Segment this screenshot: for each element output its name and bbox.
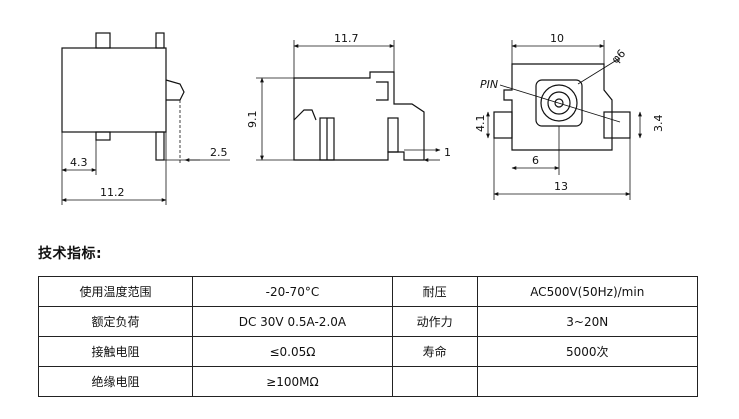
spec-value: ≥100MΩ: [192, 366, 393, 397]
spec-value: 3~20N: [476, 306, 698, 337]
dim-front-width: 11.2: [100, 186, 125, 199]
technical-drawing: 4.3 11.2 2.5 11.7 9.1 1: [61, 32, 665, 205]
section-title: 技术指标:: [38, 246, 103, 262]
dim-top-right-height: 3.4: [652, 115, 665, 133]
dim-side-pin-offset: 2.5: [210, 146, 228, 159]
table-row: 使用温度范围 -20-70°C 耐压 AC500V(50Hz)/min: [37, 276, 698, 307]
top-view: [486, 40, 642, 200]
dim-side-length: 11.7: [334, 32, 359, 45]
spec-label: 额定负荷: [37, 306, 194, 337]
dim-top-width: 10: [550, 32, 564, 45]
dim-side-height: 9.1: [246, 111, 259, 129]
spec-label: 接触电阻: [37, 336, 194, 367]
spec-value: -20-70°C: [192, 276, 393, 307]
spec-label: 耐压: [391, 276, 478, 307]
dim-front-offset: 4.3: [70, 156, 88, 169]
spec-label: [391, 366, 478, 397]
spec-value: AC500V(50Hz)/min: [476, 276, 698, 307]
dim-top-overall: 13: [554, 180, 568, 193]
spec-label: 寿命: [391, 336, 478, 367]
front-view: [61, 32, 230, 205]
side-view: [256, 40, 441, 162]
table-row: 额定负荷 DC 30V 0.5A-2.0A 动作力 3~20N: [37, 306, 698, 337]
dim-top-left-height: 4.1: [474, 115, 487, 133]
dim-top-pin-label: PIN: [480, 78, 498, 91]
dim-side-pin: 1: [444, 146, 451, 159]
spec-value: [476, 366, 698, 397]
specs-table: 使用温度范围 -20-70°C 耐压 AC500V(50Hz)/min 额定负荷…: [37, 276, 698, 397]
dim-top-pin-spacing: 6: [532, 154, 539, 167]
table-row: 接触电阻 ≤0.05Ω 寿命 5000次: [37, 336, 698, 367]
spec-label: 动作力: [391, 306, 478, 337]
spec-value: ≤0.05Ω: [192, 336, 393, 367]
table-row: 绝缘电阻 ≥100MΩ: [37, 366, 698, 397]
spec-value: DC 30V 0.5A-2.0A: [192, 306, 393, 337]
spec-label: 绝缘电阻: [37, 366, 194, 397]
spec-label: 使用温度范围: [37, 276, 194, 307]
spec-value: 5000次: [476, 336, 698, 367]
